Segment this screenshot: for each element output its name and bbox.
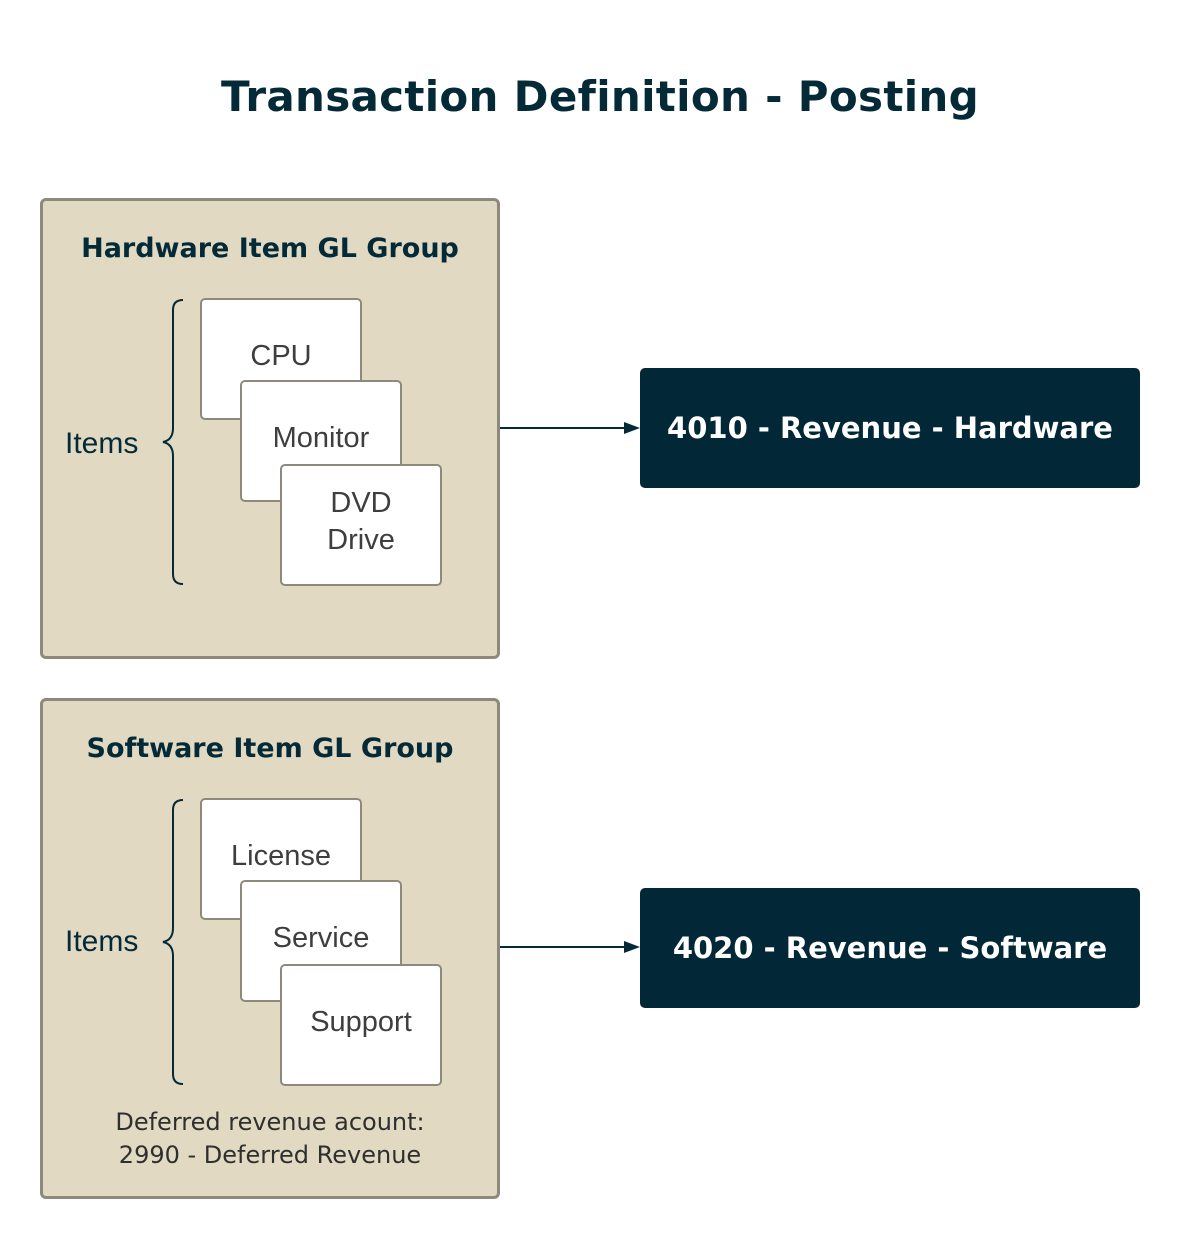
hardware-group-title: Hardware Item GL Group: [81, 233, 459, 264]
item-label-dvd: DVD: [330, 487, 392, 519]
hardware-revenue-account: 4010 - Revenue - Hardware: [640, 368, 1140, 488]
software-items-brace: [162, 799, 184, 1085]
hardware-items-label: Items: [65, 427, 139, 460]
item-label-support: Support: [310, 1006, 412, 1038]
item-label-service: Service: [272, 922, 370, 954]
software-revenue-account: 4020 - Revenue - Software: [640, 888, 1140, 1008]
item-card-dvd-drive: DVD Drive: [280, 464, 442, 586]
hardware-items-brace: [162, 299, 184, 585]
hardware-gl-group: Hardware Item GL Group Items CPU Monitor…: [40, 198, 500, 659]
deferred-revenue-line2: 2990 - Deferred Revenue: [118, 1141, 422, 1169]
item-label-drive: Drive: [327, 524, 395, 556]
item-label-license: License: [231, 840, 331, 872]
deferred-revenue-note: Deferred revenue acount: 2990 - Deferred…: [43, 1106, 497, 1172]
software-group-title: Software Item GL Group: [86, 733, 454, 764]
deferred-revenue-line1: Deferred revenue acount:: [115, 1108, 425, 1136]
software-arrow-head: [624, 941, 640, 953]
software-items-label: Items: [65, 925, 139, 958]
item-label-monitor: Monitor: [272, 422, 370, 454]
software-gl-group: Software Item GL Group Items License Ser…: [40, 698, 500, 1199]
item-card-support: Support: [280, 964, 442, 1086]
diagram-title: Transaction Definition - Posting: [221, 72, 979, 121]
hardware-arrow-head: [624, 422, 640, 434]
item-label-cpu: CPU: [250, 340, 312, 372]
